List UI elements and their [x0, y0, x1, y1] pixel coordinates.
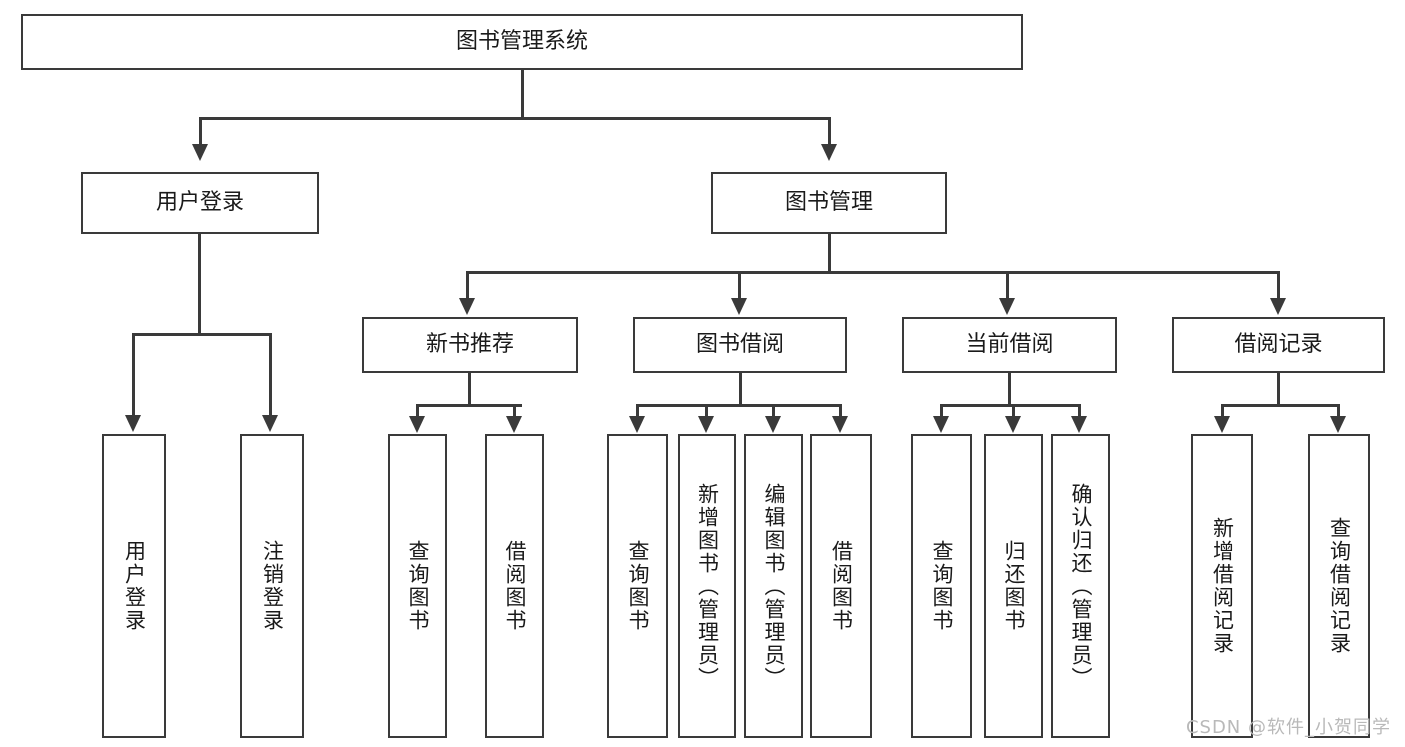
leaf-confirm-return-admin[interactable]: 确认归还（管理员）: [1051, 434, 1110, 738]
arrow-userlogin-to-leaf-1: [262, 415, 278, 432]
connector-borrow-to-leaf-2: [772, 404, 775, 417]
arrow-record-to-leaf-0: [1214, 416, 1230, 433]
leaf-query-book-borrow[interactable]: 查询图书: [607, 434, 668, 738]
connector-recommend-stem: [468, 373, 471, 407]
leaf-query-borrow-record[interactable]: 查询借阅记录: [1308, 434, 1370, 738]
node-book-management[interactable]: 图书管理: [711, 172, 947, 234]
connector-borrow-bus: [636, 404, 842, 407]
node-label: 图书管理: [784, 190, 873, 216]
connector-record-to-leaf-1: [1337, 404, 1340, 417]
connector-userlogin-bus: [132, 333, 271, 336]
arrow-borrow-to-leaf-1: [698, 416, 714, 433]
leaf-return-book[interactable]: 归还图书: [984, 434, 1043, 738]
leaf-label: 归还图书: [1002, 540, 1026, 632]
connector-userlogin-to-leaf-0: [132, 333, 135, 416]
connector-borrow-to-leaf-1: [705, 404, 708, 417]
node-borrow-record[interactable]: 借阅记录: [1172, 317, 1385, 373]
arrow-current-to-leaf-1: [1005, 416, 1021, 433]
node-label: 用户登录: [155, 190, 244, 216]
connector-current-bus: [940, 404, 1081, 407]
connector-root-bus: [199, 117, 831, 120]
connector-root-to-user: [199, 117, 202, 145]
arrow-recommend-to-leaf-0: [409, 416, 425, 433]
connector-current-to-leaf-0: [940, 404, 943, 417]
arrow-current-to-leaf-0: [933, 416, 949, 433]
leaf-label: 查询图书: [406, 540, 430, 632]
arrow-record-to-leaf-1: [1330, 416, 1346, 433]
connector-borrow-to-leaf-0: [636, 404, 639, 417]
connector-recommend-bus: [416, 404, 522, 407]
leaf-user-login[interactable]: 用户登录: [102, 434, 166, 738]
node-label: 图书借阅: [695, 332, 784, 358]
leaf-add-borrow-record[interactable]: 新增借阅记录: [1191, 434, 1253, 738]
arrow-bookmgmt-to-l3-1: [731, 298, 747, 315]
arrow-borrow-to-leaf-0: [629, 416, 645, 433]
leaf-query-book-current[interactable]: 查询图书: [911, 434, 972, 738]
connector-userlogin-stem: [198, 234, 201, 335]
node-book-borrow[interactable]: 图书借阅: [633, 317, 847, 373]
connector-current-stem: [1008, 373, 1011, 407]
connector-current-to-leaf-2: [1078, 404, 1081, 417]
arrow-userlogin-to-leaf-0: [125, 415, 141, 432]
connector-root-stem: [521, 70, 524, 119]
arrow-bookmgmt-to-l3-0: [459, 298, 475, 315]
leaf-label: 新增借阅记录: [1210, 517, 1235, 655]
leaf-label: 查询借阅记录: [1327, 517, 1352, 655]
arrow-root-to-user: [192, 144, 208, 161]
node-new-book-recommend[interactable]: 新书推荐: [362, 317, 578, 373]
arrow-current-to-leaf-2: [1071, 416, 1087, 433]
node-current-borrow[interactable]: 当前借阅: [902, 317, 1117, 373]
leaf-label: 注销登录: [260, 540, 285, 632]
leaf-label: 编辑图书（管理员）: [762, 482, 786, 690]
connector-borrow-stem: [739, 373, 742, 407]
leaf-logout[interactable]: 注销登录: [240, 434, 304, 738]
connector-current-to-leaf-1: [1012, 404, 1015, 417]
connector-bookmgmt-to-l3-2: [1006, 271, 1009, 299]
leaf-label: 借阅图书: [829, 540, 854, 632]
connector-recommend-to-leaf-1: [513, 404, 516, 417]
connector-bookmgmt-bus: [466, 271, 1280, 274]
node-label: 借阅记录: [1234, 332, 1323, 358]
arrow-borrow-to-leaf-2: [765, 416, 781, 433]
leaf-label: 用户登录: [122, 540, 147, 632]
node-root-system[interactable]: 图书管理系统: [21, 14, 1023, 70]
connector-userlogin-to-leaf-1: [269, 333, 272, 416]
connector-record-stem: [1277, 373, 1280, 407]
leaf-label: 查询图书: [930, 540, 954, 632]
node-label: 当前借阅: [965, 332, 1054, 358]
arrow-bookmgmt-to-l3-2: [999, 298, 1015, 315]
arrow-bookmgmt-to-l3-3: [1270, 298, 1286, 315]
connector-bookmgmt-stem: [828, 234, 831, 273]
connector-borrow-to-leaf-3: [839, 404, 842, 417]
arrow-recommend-to-leaf-1: [506, 416, 522, 433]
node-label: 新书推荐: [425, 332, 514, 358]
leaf-borrow-book[interactable]: 借阅图书: [810, 434, 872, 738]
connector-bookmgmt-to-l3-1: [738, 271, 741, 299]
node-label: 图书管理系统: [455, 29, 588, 55]
connector-bookmgmt-to-l3-3: [1277, 271, 1280, 299]
node-user-login[interactable]: 用户登录: [81, 172, 319, 234]
arrow-root-to-book: [821, 144, 837, 161]
leaf-label: 确认归还（管理员）: [1069, 482, 1093, 690]
leaf-add-book-admin[interactable]: 新增图书（管理员）: [678, 434, 736, 738]
arrow-borrow-to-leaf-3: [832, 416, 848, 433]
leaf-edit-book-admin[interactable]: 编辑图书（管理员）: [744, 434, 803, 738]
connector-recommend-to-leaf-0: [416, 404, 419, 417]
leaf-borrow-book-recommend[interactable]: 借阅图书: [485, 434, 544, 738]
leaf-query-book-recommend[interactable]: 查询图书: [388, 434, 447, 738]
connector-record-bus: [1221, 404, 1339, 407]
connector-root-to-book: [828, 117, 831, 145]
leaf-label: 借阅图书: [503, 540, 527, 632]
connector-record-to-leaf-0: [1221, 404, 1224, 417]
leaf-label: 查询图书: [626, 540, 650, 632]
connector-bookmgmt-to-l3-0: [466, 271, 469, 299]
leaf-label: 新增图书（管理员）: [695, 482, 720, 690]
